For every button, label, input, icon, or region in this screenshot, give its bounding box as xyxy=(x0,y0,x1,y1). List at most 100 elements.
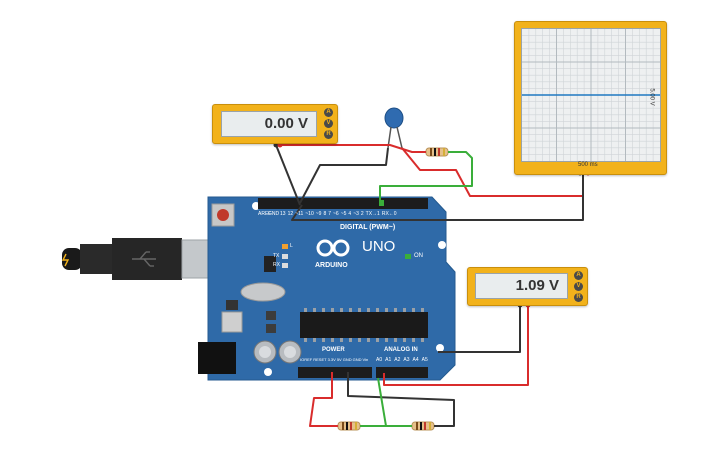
pin-label: ~3 xyxy=(353,211,359,217)
pin-label: A3 xyxy=(403,357,410,363)
pin-label: 3.3V xyxy=(327,357,336,362)
meter-reading: 0.00 V xyxy=(221,111,317,137)
analog-pin-labels: A0 A1 A2 A3 A4 A5 xyxy=(376,357,428,363)
pin-label: A4 xyxy=(412,357,419,363)
rx-label: RX xyxy=(273,262,280,268)
wire-black-to-scope xyxy=(291,172,584,221)
pin-label: 2 xyxy=(360,211,364,217)
pin-label: Vin xyxy=(362,357,369,362)
pin-label: RESET xyxy=(313,357,327,362)
infinity-logo-icon xyxy=(314,238,354,258)
wire-green-a1 xyxy=(377,377,387,427)
pin-label: 4 xyxy=(348,211,352,217)
reset-button[interactable] xyxy=(217,209,229,221)
mounting-hole xyxy=(438,241,446,249)
wire-red-meter1 xyxy=(280,144,426,153)
wire-black-gnd-to-resistor xyxy=(347,372,455,427)
mounting-hole xyxy=(264,368,272,376)
aref-label: AREF xyxy=(258,211,272,217)
led-rx xyxy=(282,263,288,268)
oscilloscope-screen xyxy=(521,28,661,162)
pin-label: ~6 xyxy=(333,211,339,217)
digital-pin-labels: 13 12 ~11 ~10 ~9 8 7 ~6 ~5 4 ~3 2 TX→1 R… xyxy=(280,211,397,217)
atmega-chip xyxy=(300,312,428,338)
pin-label: GND xyxy=(342,357,352,362)
pin-label: 7 xyxy=(328,211,331,217)
regulator-tab xyxy=(226,300,238,310)
mode-r-button[interactable]: R xyxy=(574,293,583,302)
wires xyxy=(275,144,584,427)
analog-header xyxy=(376,367,428,378)
pin-label: 12 xyxy=(287,211,294,217)
voltmeter-right[interactable]: 1.09 V A V R xyxy=(467,267,588,306)
model-label: UNO xyxy=(362,238,396,255)
pin-label: A0 xyxy=(376,357,383,363)
l-label: L xyxy=(290,243,293,249)
chip-pins xyxy=(304,308,424,342)
power-pin-labels: IOREF RESET 3.3V 5V GND GND Vin xyxy=(300,357,368,362)
wire-black-meter2 xyxy=(438,305,521,353)
pin-label: GND xyxy=(352,357,362,362)
pin-label: TX→1 xyxy=(365,211,380,217)
pin-label: ~11 xyxy=(295,211,304,217)
led-l xyxy=(282,244,288,249)
resistor-top[interactable] xyxy=(425,147,449,157)
digital-header-label: DIGITAL (PWM~) xyxy=(340,224,396,231)
crystal xyxy=(240,282,286,302)
pin-label: RX←0 xyxy=(381,211,397,217)
pin-label: ~10 xyxy=(305,211,314,217)
usb-cable-strain-relief xyxy=(62,248,82,270)
usb-cable-body xyxy=(80,244,114,274)
pin-label: 13 xyxy=(280,211,286,217)
voltmeter-top[interactable]: 0.00 V A V R xyxy=(212,104,338,144)
meter-mode-selector: A V R xyxy=(324,108,333,139)
pin-d5-active xyxy=(379,200,384,206)
wire-green-resistor-to-d5 xyxy=(379,151,473,202)
wire-black-meter1-to-gnd xyxy=(275,144,301,206)
meter-reading: 1.09 V xyxy=(475,273,568,299)
mode-a-button[interactable]: A xyxy=(574,271,583,280)
pin-label: A1 xyxy=(385,357,392,363)
pin-label: A5 xyxy=(421,357,428,363)
usb-icon xyxy=(132,251,156,267)
regulator xyxy=(221,311,243,333)
tx-label: TX xyxy=(273,253,280,259)
gnd-label: GND xyxy=(268,211,280,217)
arduino-logo-text: ARDUINO xyxy=(315,262,348,269)
mode-a-button[interactable]: A xyxy=(324,108,333,117)
mode-v-button[interactable]: V xyxy=(324,119,333,128)
volt-scale-label: 5.00 V xyxy=(648,88,655,106)
voltage-regulator xyxy=(264,256,276,272)
power-header-label: POWER xyxy=(322,347,345,353)
meter-mode-selector: A V R xyxy=(574,271,583,302)
resistor-bottom-left[interactable] xyxy=(337,421,361,431)
oscilloscope-grid xyxy=(522,29,660,161)
usb-b-connector xyxy=(181,239,209,279)
wire-black-cap-to-pin xyxy=(299,147,389,204)
usb-cable[interactable] xyxy=(61,238,209,280)
time-scale-label: 500 ms xyxy=(578,162,598,168)
dc-jack xyxy=(198,342,236,374)
smd-component xyxy=(266,311,276,320)
pin-label: ~9 xyxy=(315,211,322,217)
mode-r-button[interactable]: R xyxy=(324,130,333,139)
wire-red-meter2-to-a0 xyxy=(383,305,529,386)
lightning-icon xyxy=(61,253,70,267)
pin-label: 5V xyxy=(336,357,342,362)
pin-label: IOREF xyxy=(300,357,313,362)
led-on xyxy=(405,254,411,259)
oscilloscope[interactable]: 500 ms 5.00 V xyxy=(514,21,667,175)
pin-label: ~5 xyxy=(340,211,347,217)
power-header xyxy=(298,367,372,378)
pin-label: 8 xyxy=(323,211,327,217)
pin-label: A2 xyxy=(394,357,401,363)
smd-component xyxy=(266,324,276,333)
arduino-board[interactable] xyxy=(198,196,456,381)
resistor-bottom-right[interactable] xyxy=(411,421,435,431)
mode-v-button[interactable]: V xyxy=(574,282,583,291)
ceramic-capacitor[interactable] xyxy=(384,107,404,149)
wire-red-5v-to-resistor xyxy=(309,372,338,427)
led-tx xyxy=(282,254,288,259)
analog-header-label: ANALOG IN xyxy=(384,347,418,353)
